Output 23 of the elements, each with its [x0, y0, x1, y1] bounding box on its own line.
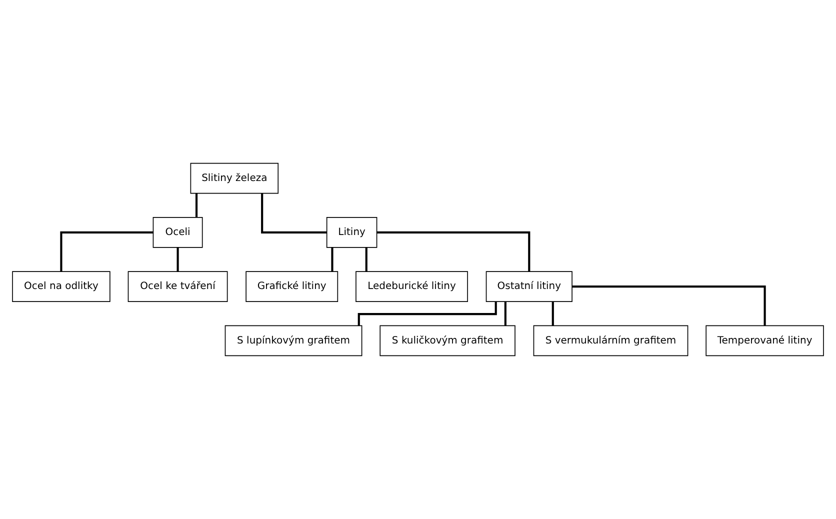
node-box: S kuličkovým grafitem	[380, 325, 516, 356]
node-box: Slitiny železa	[190, 162, 279, 194]
connector	[365, 248, 368, 272]
connector	[261, 193, 327, 234]
connector	[195, 193, 198, 218]
node-box: Ocel ke tváření	[128, 271, 228, 302]
connector	[572, 286, 766, 326]
node-box: Ostatní litiny	[486, 271, 572, 302]
connector	[358, 302, 497, 326]
connector	[552, 302, 554, 326]
node-box: Temperované litiny	[706, 325, 824, 356]
node-box: Litiny	[326, 217, 378, 248]
node-box: Ledeburické litiny	[356, 271, 468, 302]
connector	[504, 302, 506, 326]
connector	[176, 248, 179, 272]
node-box: Grafické litiny	[246, 271, 338, 302]
connector	[376, 231, 530, 272]
connector	[331, 248, 334, 272]
node-box: S lupínkovým grafitem	[224, 325, 362, 356]
node-box: Oceli	[152, 217, 203, 248]
node-box: Ocel na odlitky	[12, 271, 110, 302]
connector	[60, 231, 154, 272]
node-box: S vermukulárním grafitem	[533, 325, 688, 356]
